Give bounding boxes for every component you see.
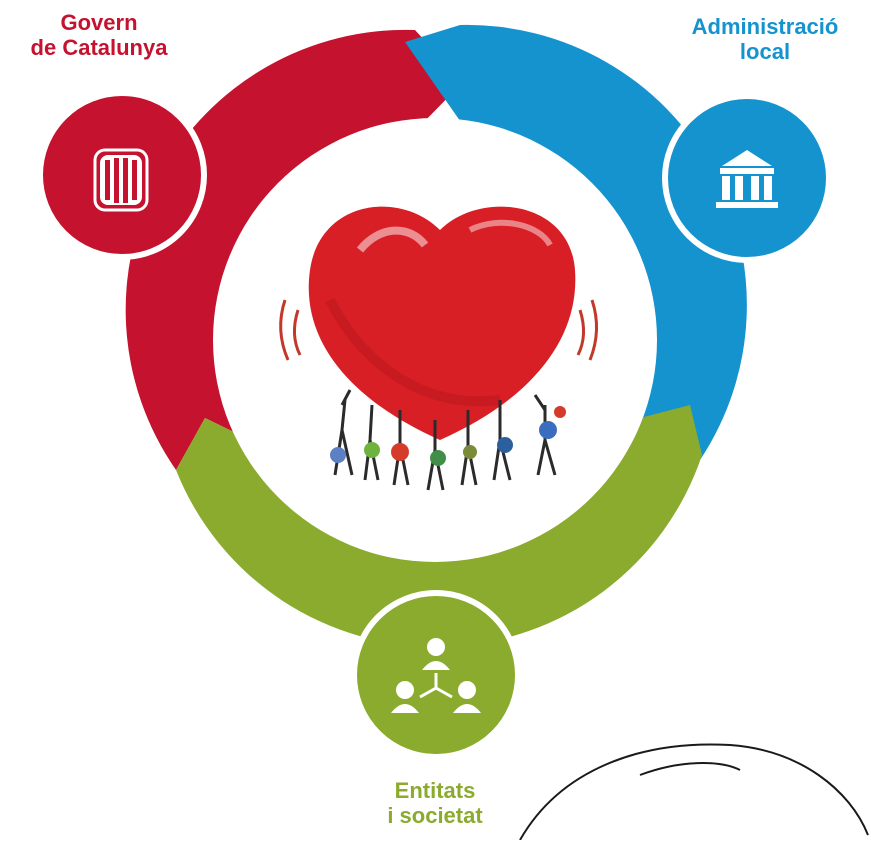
town-hall-building-icon: [716, 150, 778, 208]
ring-segment-govern: [125, 29, 463, 471]
decorative-stroke: [519, 743, 869, 841]
label-govern-line2: de Catalunya: [30, 35, 168, 60]
node-entitats: [351, 590, 521, 760]
decorative-stroke-2: [639, 762, 741, 776]
label-administracio-line1: Administració: [691, 14, 839, 39]
people-lifting-heart-illustration: [279, 206, 598, 491]
label-administracio: Administració local: [660, 14, 870, 64]
label-entitats-line1: Entitats: [394, 778, 476, 803]
label-govern: Govern de Catalunya: [0, 10, 198, 60]
catalan-flag-shield-icon: [93, 148, 149, 212]
label-govern-line1: Govern: [60, 10, 138, 35]
ring-segment-entitats: [176, 405, 702, 647]
label-entitats: Entitats i societat: [355, 778, 515, 828]
label-entitats-line2: i societat: [387, 803, 483, 828]
label-administracio-line2: local: [739, 39, 791, 64]
node-govern: [37, 90, 207, 260]
node-administracio: [662, 93, 832, 263]
people-network-icon: [391, 638, 481, 713]
